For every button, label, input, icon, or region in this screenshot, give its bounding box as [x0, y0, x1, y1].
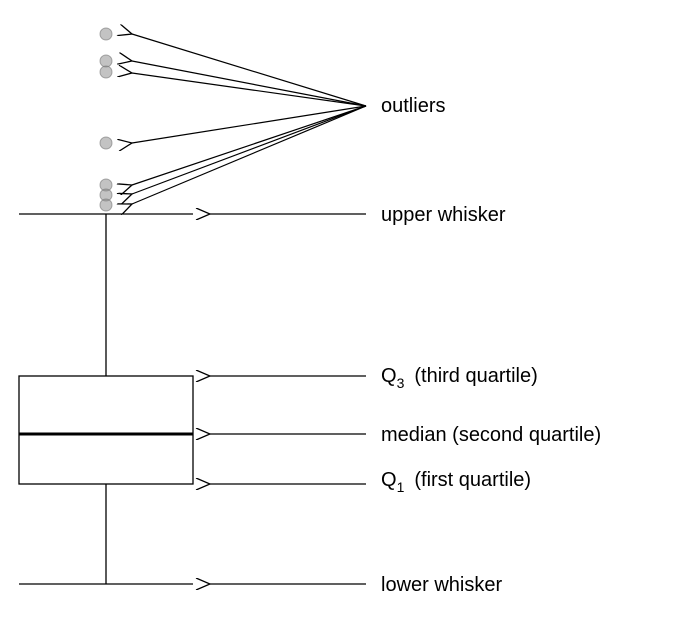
- outlier-point: [99, 27, 113, 41]
- outlier-point: [99, 54, 113, 68]
- upper-whisker-label: upper whisker: [381, 204, 506, 226]
- outlier-point: [99, 136, 113, 150]
- outlier-arrow: [132, 73, 367, 107]
- outlier-arrows: [132, 34, 367, 204]
- outlier-points: [99, 27, 113, 212]
- median-label: median (second quartile): [381, 424, 601, 446]
- q3-label: Q3(third quartile): [381, 365, 538, 391]
- lower-whisker-label: lower whisker: [381, 574, 502, 596]
- outlier-point: [99, 65, 113, 79]
- box: [18, 375, 194, 485]
- outlier-arrow: [132, 61, 367, 107]
- q1-label: Q1(first quartile): [381, 469, 531, 495]
- outlier-point: [99, 198, 113, 212]
- outlier-arrow: [132, 105, 367, 204]
- outlier-arrow: [132, 105, 367, 185]
- outlier-arrow: [132, 105, 367, 194]
- outlier-arrow: [132, 105, 367, 143]
- outliers-label: outliers: [381, 95, 445, 117]
- outlier-arrow: [132, 34, 367, 107]
